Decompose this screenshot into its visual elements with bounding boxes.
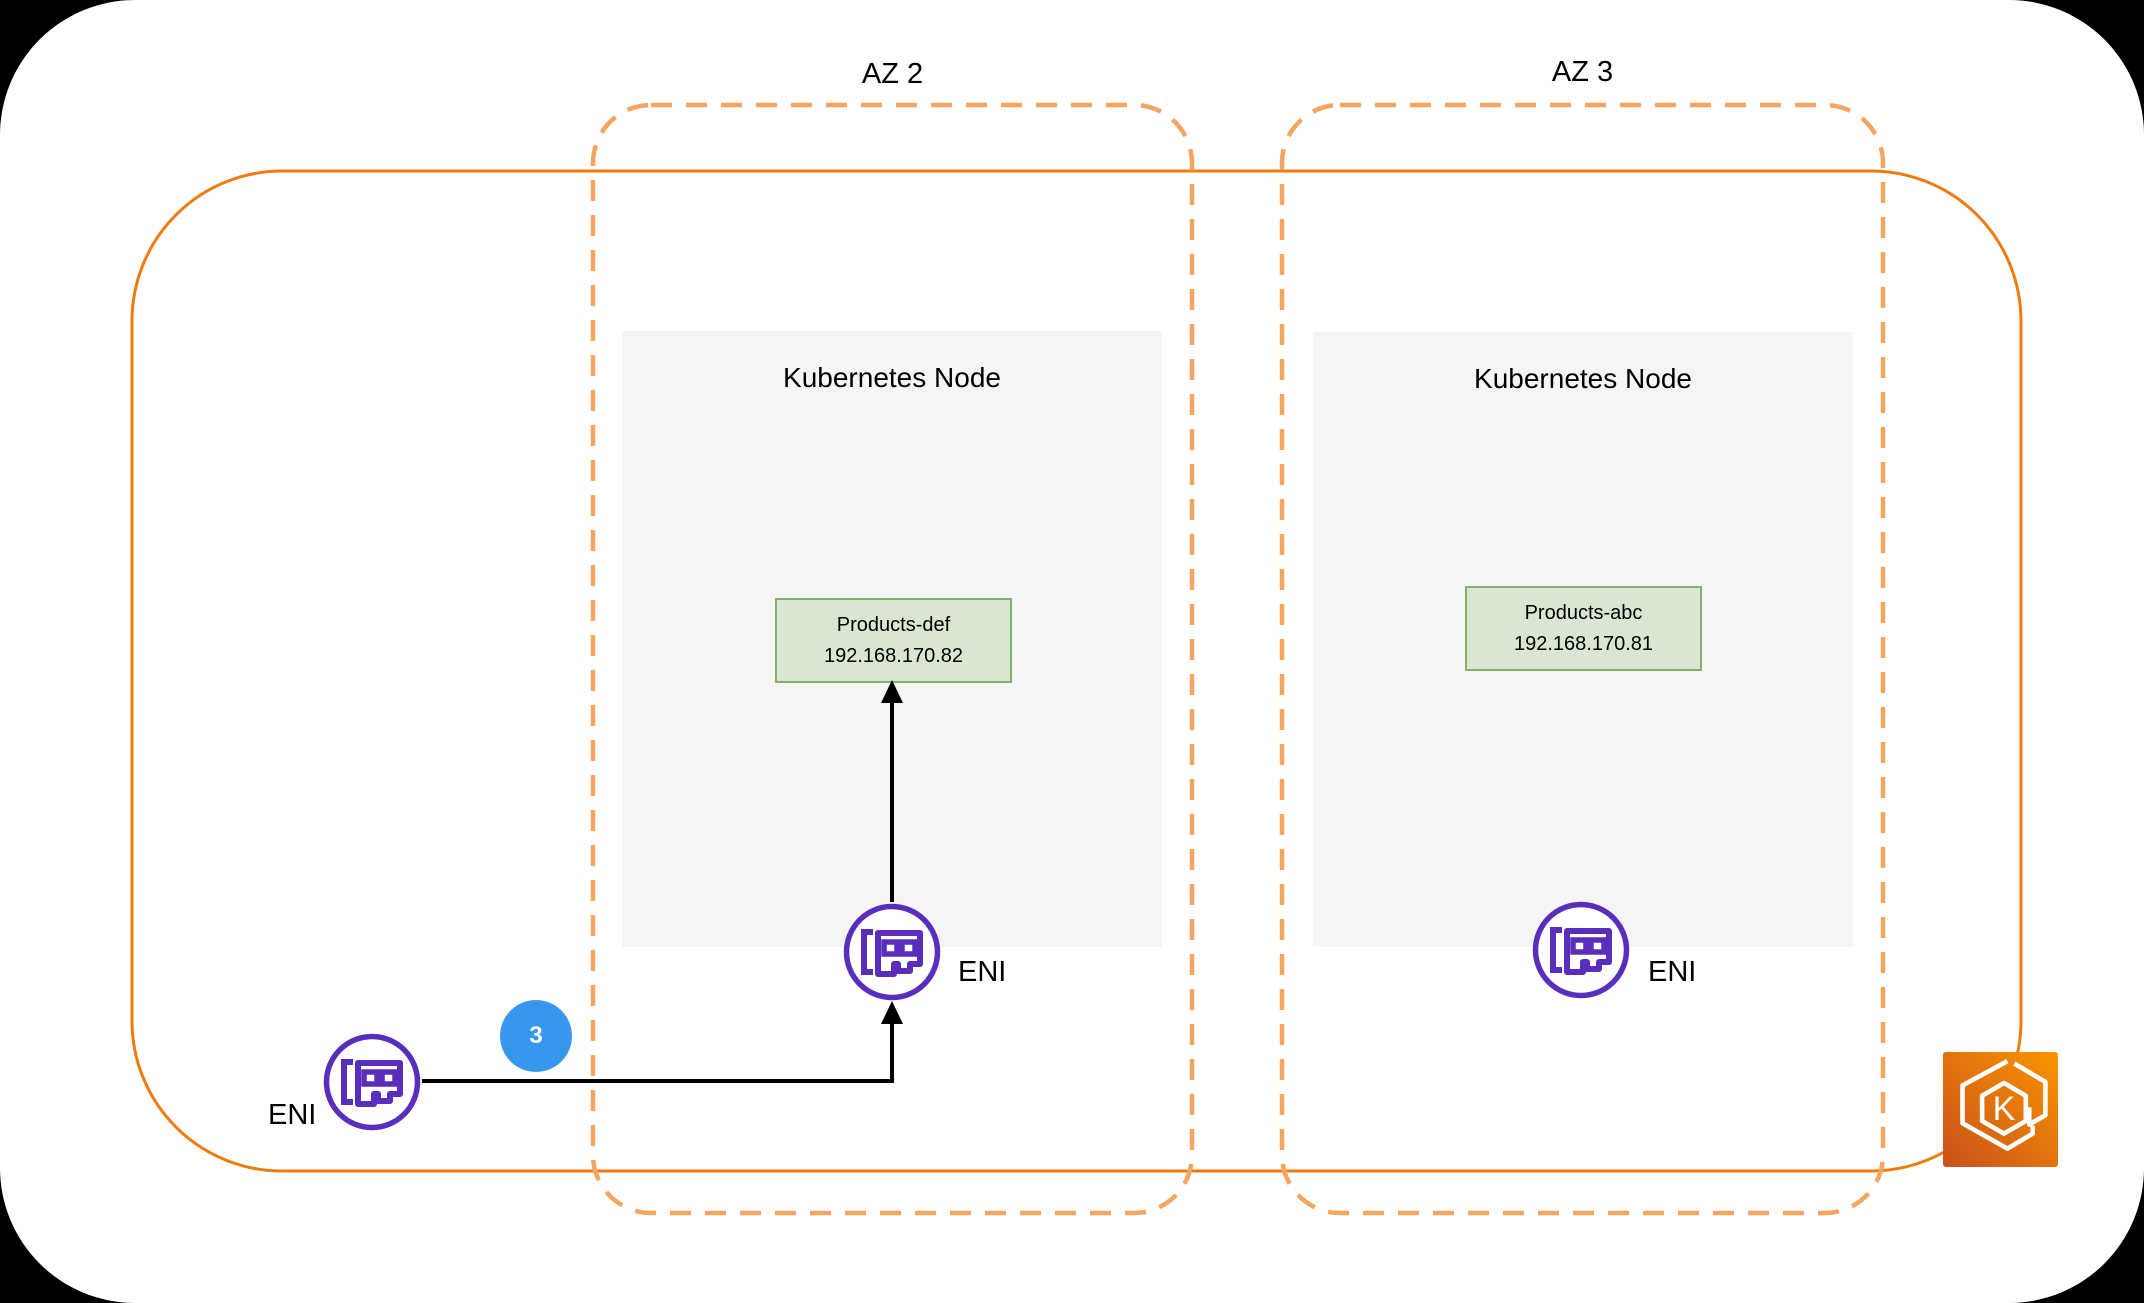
step-badge: 3 bbox=[500, 1000, 572, 1072]
eni-label-left: ENI bbox=[268, 1099, 317, 1131]
pod-box-products-def: Products-def 192.168.170.82 bbox=[775, 598, 1012, 683]
kubernetes-node-title: Kubernetes Node bbox=[1474, 363, 1692, 394]
eni-label-az2: ENI bbox=[958, 956, 1007, 988]
arrowhead-eni-to-pod bbox=[881, 680, 903, 703]
eni-icon-az3 bbox=[1532, 901, 1630, 999]
eni-icon-left bbox=[323, 1033, 421, 1131]
az3-dashed-border bbox=[1279, 102, 1886, 1216]
vpc-border bbox=[130, 169, 2023, 1173]
pod-ip: 192.168.170.81 bbox=[1513, 632, 1654, 655]
eni-icon-az2 bbox=[843, 903, 941, 1001]
kubernetes-node-box-az3: Kubernetes Node bbox=[1313, 332, 1853, 947]
arrowhead-eni-to-eni bbox=[881, 1001, 903, 1024]
eks-letter: K bbox=[1993, 1090, 2016, 1128]
az2-dashed-border bbox=[590, 102, 1195, 1216]
eni-label-az3: ENI bbox=[1648, 956, 1697, 988]
eks-kubernetes-icon: K bbox=[1943, 1052, 2058, 1167]
az3-label: AZ 3 bbox=[1551, 56, 1614, 88]
pod-ip: 192.168.170.82 bbox=[823, 644, 964, 667]
pod-box-products-abc: Products-abc 192.168.170.81 bbox=[1465, 586, 1702, 671]
pod-name: Products-def bbox=[836, 613, 951, 636]
pod-name: Products-abc bbox=[1524, 601, 1643, 624]
az2-label: AZ 2 bbox=[861, 58, 924, 90]
arrow-eni-to-eni bbox=[422, 1023, 894, 1083]
kubernetes-node-title: Kubernetes Node bbox=[783, 362, 1001, 393]
